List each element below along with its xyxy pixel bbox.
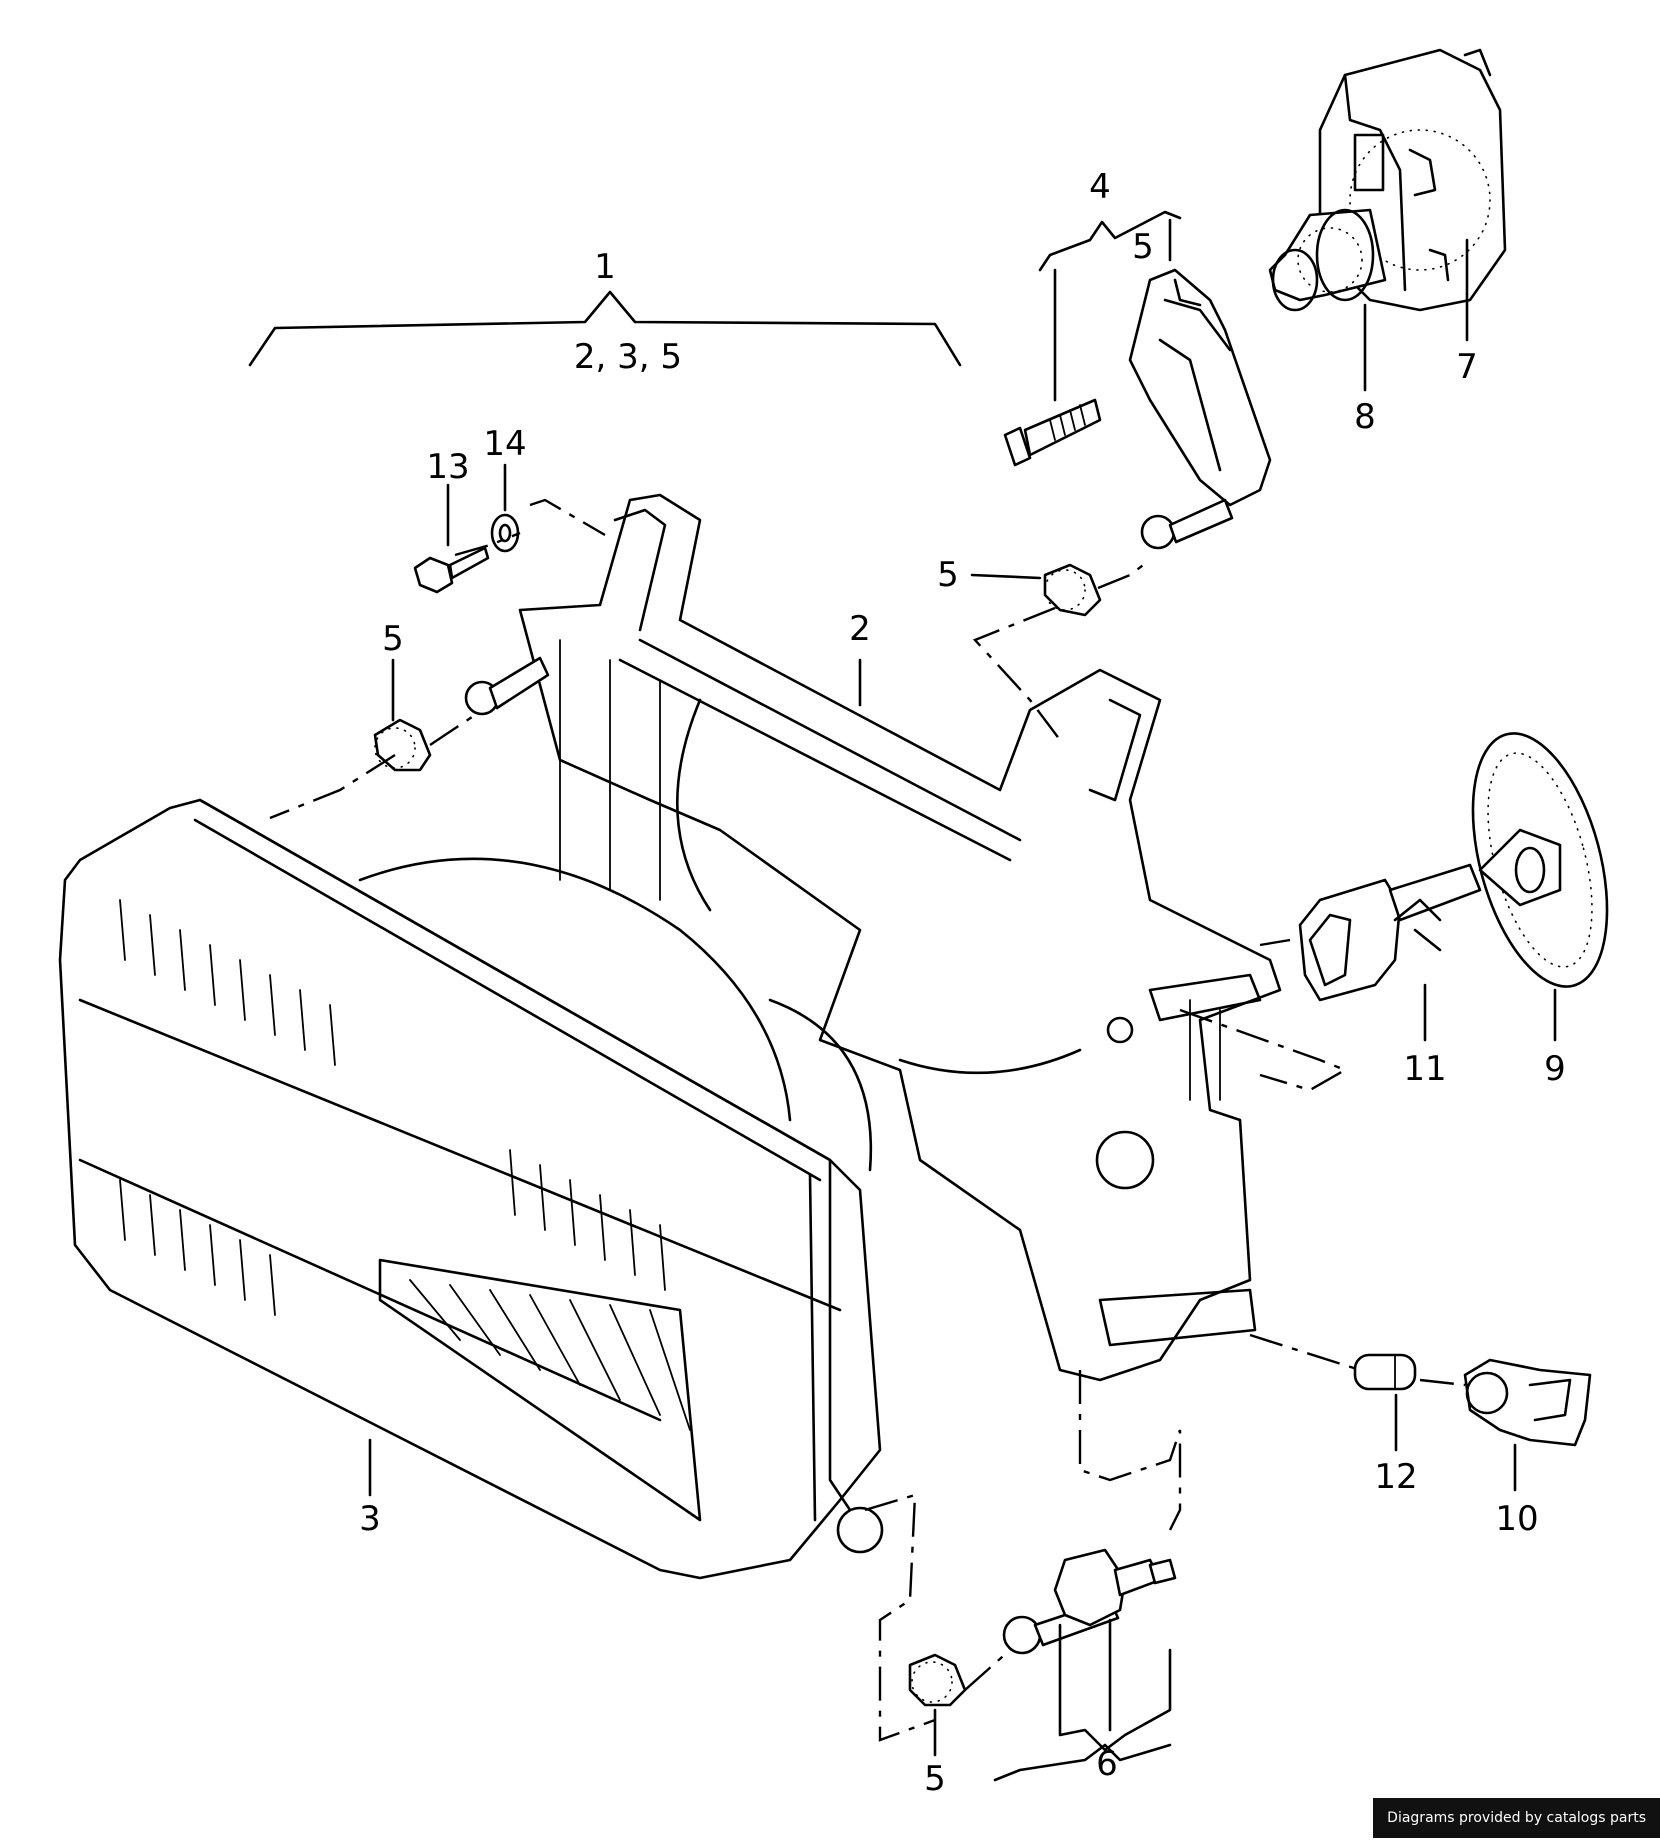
label-5-bracket: 5 (1132, 227, 1154, 267)
label-13: 13 (426, 447, 469, 487)
bolt-bracket (1003, 398, 1102, 467)
label-9: 9 (1544, 1049, 1566, 1089)
headlight-frame (518, 493, 1282, 1382)
ball-stud-left (464, 656, 550, 716)
label-1-contents: 2, 3, 5 (574, 337, 682, 377)
credit-badge: Diagrams provided by catalogs parts (1373, 1798, 1660, 1838)
headlight-housing (58, 798, 884, 1580)
label-3: 3 (359, 1499, 381, 1539)
label-2: 2 (849, 609, 871, 649)
clip-upper-right (1043, 563, 1102, 617)
washer-14 (490, 513, 520, 553)
assembly-lines (269, 498, 1466, 1742)
leader-lines (368, 238, 1557, 1782)
part-labels: 1 2, 3, 5 2 3 4 5 5 5 5 6 7 8 9 10 11 12… (359, 167, 1566, 1799)
label-5-clip-right: 5 (937, 555, 959, 595)
label-5-clip-left: 5 (382, 619, 404, 659)
label-5-clip-bottom: 5 (924, 1759, 946, 1799)
label-7: 7 (1456, 347, 1478, 387)
parking-bulb (1353, 1353, 1417, 1391)
lens-hatching (119, 899, 691, 1431)
label-4: 4 (1089, 167, 1111, 207)
brace-group-4 (1038, 210, 1182, 402)
brace-group-1 (248, 290, 962, 367)
screw-13 (413, 546, 490, 594)
label-1: 1 (594, 247, 616, 287)
ball-stud-bracket (1140, 498, 1234, 550)
label-8: 8 (1354, 397, 1376, 437)
adjuster-screw (1002, 1548, 1177, 1655)
adjuster-bracket (1128, 268, 1272, 507)
label-12: 12 (1374, 1457, 1417, 1497)
bulb-holder (1463, 1358, 1592, 1447)
label-14: 14 (483, 424, 526, 464)
motor-connector (1268, 208, 1387, 312)
clip-bottom (908, 1653, 967, 1707)
label-11: 11 (1403, 1049, 1446, 1089)
label-10: 10 (1495, 1499, 1538, 1539)
dust-cap (1471, 732, 1609, 988)
headlight-bulb (1298, 863, 1482, 1002)
clip-left (373, 718, 432, 772)
label-6: 6 (1096, 1744, 1118, 1784)
